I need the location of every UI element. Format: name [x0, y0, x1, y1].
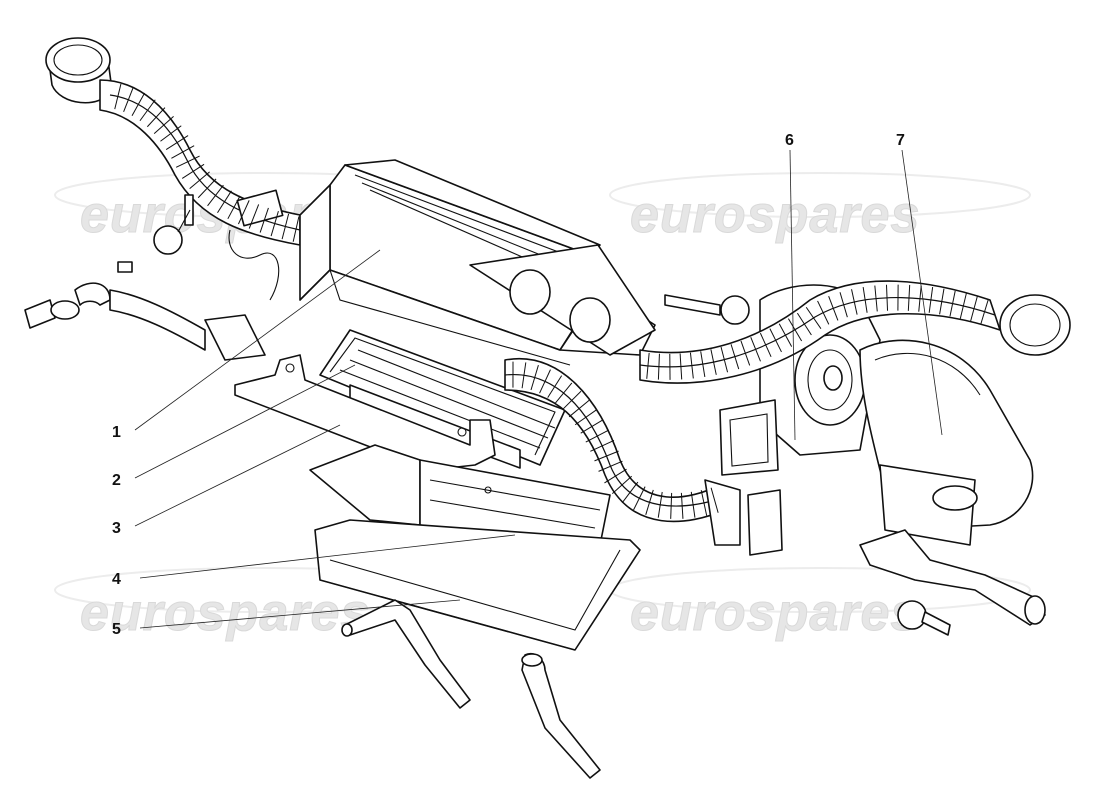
- hose-rib: [710, 487, 719, 513]
- hose-rib: [248, 204, 260, 229]
- callout-7: 7: [896, 132, 905, 149]
- hose-rib: [670, 492, 673, 519]
- hose-rib: [646, 352, 650, 379]
- hose-rib: [585, 429, 610, 443]
- hose-rib: [181, 163, 205, 179]
- hose-rib: [769, 328, 782, 353]
- hose-rib: [547, 375, 563, 398]
- watermark-layer: eurospares eurospares eurospares eurospa…: [54, 172, 1031, 643]
- hose-rib: [590, 440, 615, 452]
- callout-4: 4: [112, 571, 121, 588]
- hose-rib: [189, 171, 210, 189]
- hose-rib: [885, 284, 889, 311]
- heater-box: [299, 159, 656, 366]
- hose-rib: [197, 178, 217, 199]
- hose-rib: [980, 299, 989, 325]
- hose-rib: [554, 382, 573, 404]
- hose-rib: [778, 323, 793, 347]
- hose-rib: [787, 318, 803, 342]
- leader-lines: [134, 149, 943, 629]
- hose-rib: [700, 490, 708, 516]
- hose-rib: [730, 344, 740, 370]
- hose-rib: [759, 332, 772, 358]
- hose-rib: [750, 337, 761, 362]
- hose-rib: [949, 290, 956, 317]
- hose-rib: [689, 352, 694, 379]
- hose-rib: [598, 460, 623, 472]
- hose-rib: [657, 353, 660, 380]
- sensor-connectors-left: [24, 189, 284, 361]
- callout-5: 5: [112, 621, 121, 638]
- hose-rib: [580, 419, 604, 434]
- hose-rib: [530, 364, 539, 391]
- hose-rib: [720, 346, 729, 373]
- hose-rib: [645, 489, 654, 515]
- hose-rib: [862, 286, 868, 313]
- callout-3: 3: [112, 520, 121, 537]
- hose-rib: [123, 87, 134, 113]
- hose-rib: [907, 284, 911, 311]
- hose-rib: [805, 306, 822, 329]
- hose-rib: [594, 450, 619, 462]
- hose-rib: [171, 145, 195, 159]
- hose-rib: [114, 83, 122, 110]
- hose-rib: [131, 92, 146, 116]
- callout-1: 1: [112, 424, 121, 441]
- hose-rib: [612, 475, 633, 494]
- hose-rib: [604, 468, 627, 484]
- hose-rib: [874, 285, 878, 312]
- fan-housing: [859, 339, 1046, 636]
- hose-rib: [160, 125, 182, 142]
- hose-rib: [828, 295, 839, 321]
- hose-rib: [939, 288, 945, 315]
- hose-rib: [928, 286, 934, 313]
- hose-rib: [700, 351, 706, 378]
- hose-rib: [539, 369, 551, 394]
- hose-rib: [207, 184, 224, 207]
- hose-rib: [710, 349, 717, 375]
- hose-rib: [562, 390, 582, 410]
- hose-rib: [633, 486, 646, 511]
- hose-rib: [690, 491, 696, 518]
- hose-rib: [796, 312, 812, 336]
- hose-ribs: [114, 83, 989, 519]
- hose-rib: [146, 107, 166, 128]
- hose-rib: [851, 289, 858, 315]
- hose-rib: [153, 115, 174, 135]
- drain-tray: [314, 519, 641, 651]
- hose-rib: [959, 293, 967, 319]
- hose-rib: [680, 492, 684, 519]
- hose-rib: [165, 135, 189, 150]
- callout-labels: 1 2 3 4 5 6 7: [112, 132, 905, 638]
- corrugated-hose-center: [504, 357, 783, 556]
- corrugated-hose-right: [639, 280, 1071, 384]
- hose-rib: [237, 200, 250, 225]
- hose-rib: [918, 285, 922, 312]
- hose-rib: [839, 292, 848, 318]
- hose-rib: [574, 409, 597, 426]
- hose-rib: [657, 491, 663, 518]
- callout-2: 2: [112, 472, 121, 489]
- drain-pipes: [341, 599, 601, 779]
- hose-rib: [970, 295, 978, 322]
- watermark-text: eurospares: [630, 584, 920, 642]
- hose-rib: [740, 340, 751, 366]
- hose-rib: [621, 481, 639, 504]
- hose-rib: [270, 210, 279, 237]
- hose-rib: [139, 99, 156, 122]
- hose-rib: [259, 207, 269, 233]
- hose-rib: [175, 155, 200, 168]
- hose-rib: [281, 213, 290, 240]
- hose-rib: [292, 216, 300, 242]
- hose-rib: [568, 399, 590, 418]
- hose-rib: [679, 353, 683, 380]
- hose-rib: [817, 300, 830, 325]
- watermark-text: eurospares: [630, 186, 920, 244]
- hose-rib: [521, 362, 527, 389]
- hose-rib: [217, 190, 232, 214]
- hose-rib: [227, 195, 241, 220]
- watermark-text: eurospares: [80, 584, 370, 642]
- callout-6: 6: [785, 132, 794, 149]
